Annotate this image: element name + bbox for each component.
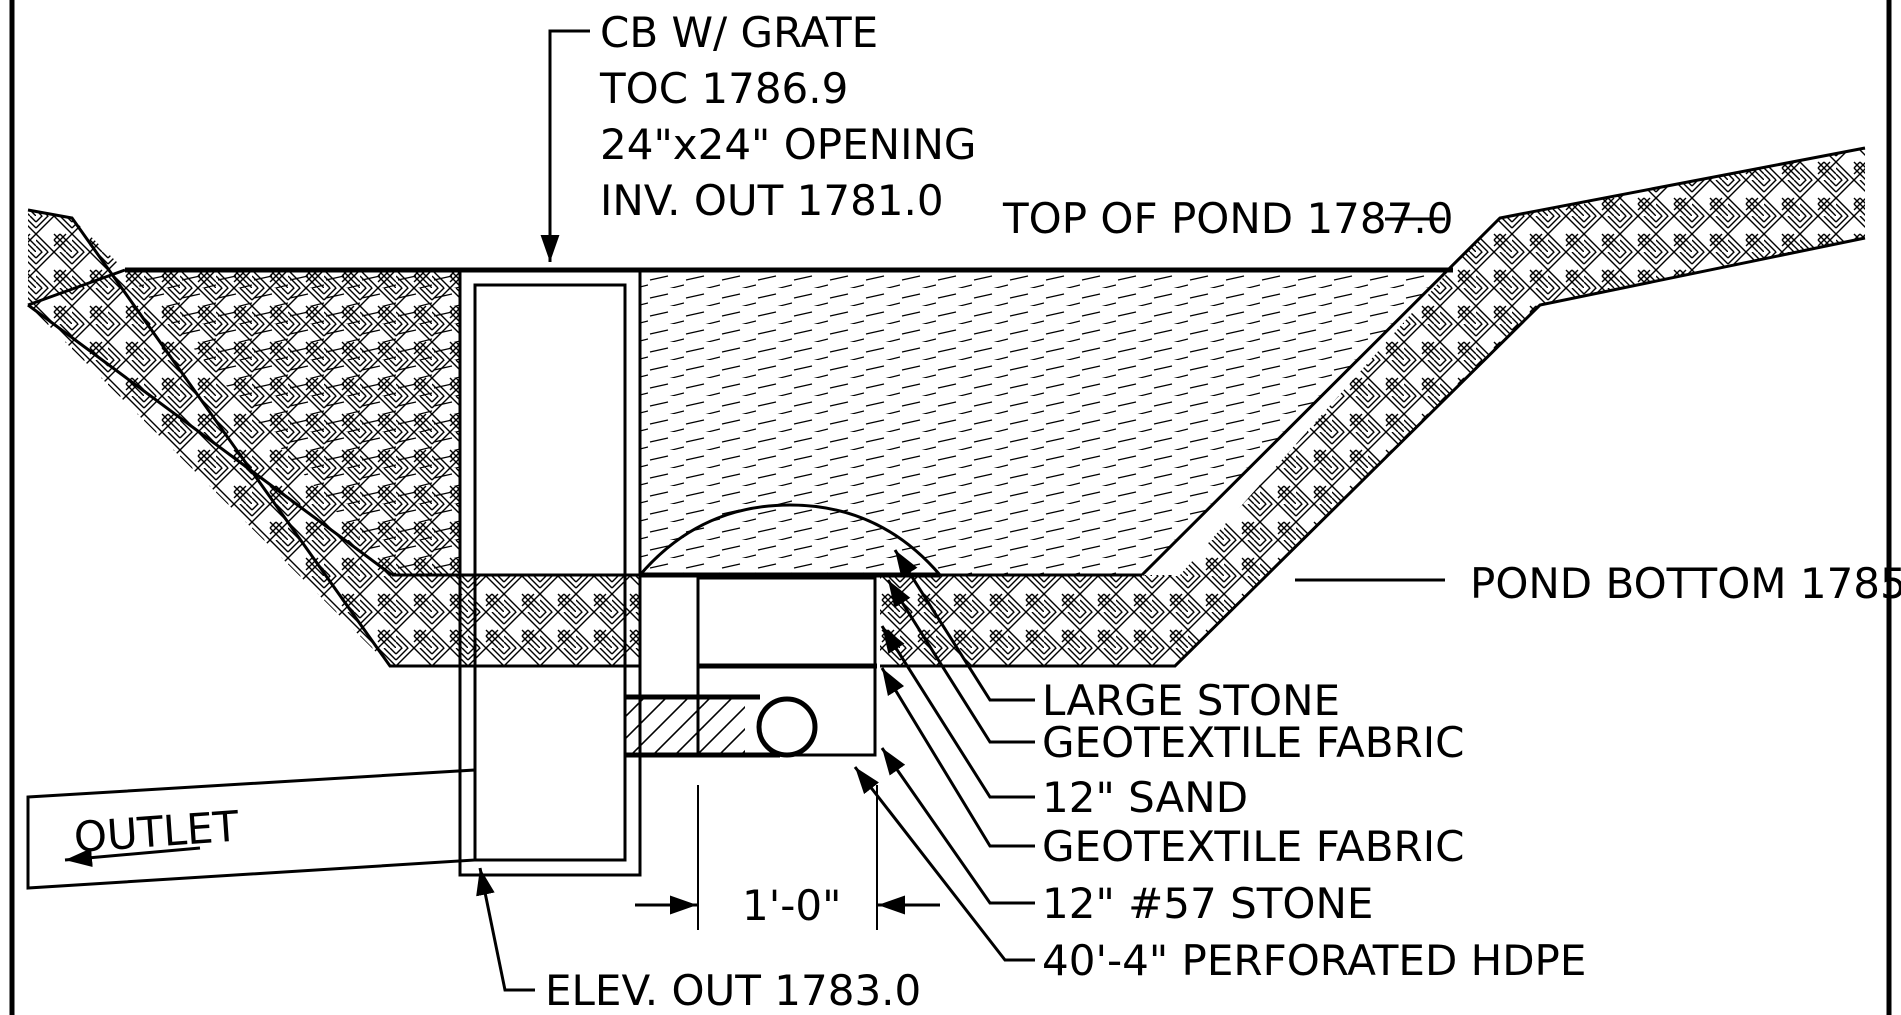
top-of-pond-label: TOP OF POND 1787.0: [1002, 194, 1453, 243]
right-earth-bank: [880, 148, 1865, 666]
elev-out-label: ELEV. OUT 1783.0: [545, 966, 921, 1015]
dimension-label: 1'-0": [742, 881, 841, 930]
cb-label-line1: CB W/ GRATE: [600, 8, 878, 57]
catch-basin-wall: [458, 268, 642, 877]
geotextile-1-leader: [886, 579, 1035, 744]
hdpe-label: 40'-4" PERFORATED HDPE: [1042, 936, 1586, 985]
cb-label-line2: TOC 1786.9: [599, 64, 848, 113]
cb-label-line3: 24"x24" OPENING: [600, 120, 976, 169]
large-stone-mound: [636, 503, 944, 577]
drawing-border: [9, 0, 1892, 1015]
outlet-arrow: [64, 846, 201, 868]
geotextile-1-label: GEOTEXTILE FABRIC: [1042, 718, 1464, 767]
perforated-hdpe-pipe: [756, 696, 818, 758]
hdpe-pipe-hatch: [625, 697, 745, 755]
pond-bottom-label: POND BOTTOM 1785.0: [1470, 559, 1901, 608]
geotextile-2-label: GEOTEXTILE FABRIC: [1042, 822, 1464, 871]
sand-label: 12" SAND: [1042, 773, 1248, 822]
stone-57-label: 12" #57 STONE: [1042, 879, 1373, 928]
cb-label-line4: INV. OUT 1781.0: [600, 176, 944, 225]
cb-leader: [540, 29, 590, 262]
geotextile-2-leader: [880, 667, 1035, 848]
large-stone-label: LARGE STONE: [1042, 676, 1340, 725]
catch-basin-interior: [473, 283, 627, 862]
stone-57-leader: [880, 747, 1035, 905]
outlet-pipe: [26, 768, 477, 890]
hdpe-leader: [853, 766, 1035, 962]
sand-leader: [880, 625, 1035, 799]
large-stone-leader: [893, 549, 1035, 702]
elev-out-leader: [476, 867, 535, 992]
pond-water: [125, 270, 1450, 575]
sand-layer: [696, 576, 877, 668]
